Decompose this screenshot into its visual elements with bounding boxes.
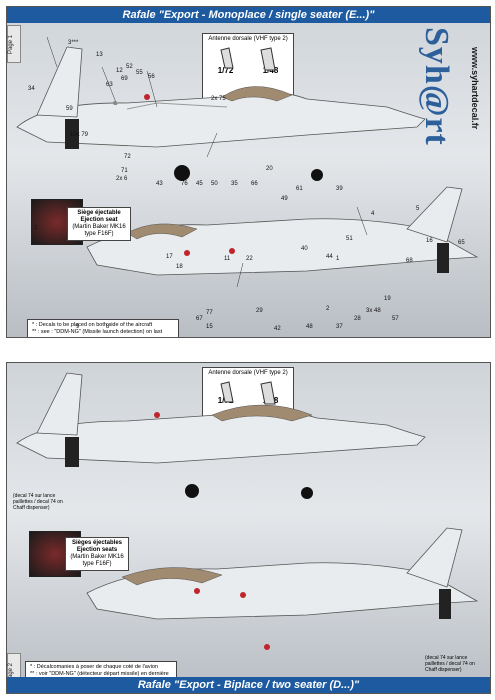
decal-callout-number: 12 [116,68,123,74]
seat-caption-model: (Martin Baker MK16 [72,224,126,230]
decal-callout-number: 17 [166,254,173,260]
chaff-note-upper: (decal 74 sur lance paillettes / decal 7… [13,493,63,511]
aircraft-profile-lower [86,186,479,288]
seat-caption-type: type F16F) [82,561,112,567]
decal-callout-number: 61 [296,186,303,192]
decal-callout-number: 48 [306,324,313,330]
decal-callout-number: 29 [256,308,263,314]
decal-callout-number: 22 [246,256,253,262]
chaff-dispenser-upper [65,119,79,149]
decal-callout-number: 2x 6 [116,176,128,182]
aircraft-profile-upper-two-seater [16,372,426,499]
decal-callout-number: 52 [126,64,133,70]
decal-callout-number: 68 [406,258,413,264]
decal-sheet-page-2: Page 2 Antenne dorsale (VHF type 2) 1/72… [6,362,491,694]
decal-callout-number: 42 [274,326,281,332]
note-line-1: * : Décalcomanies à poser de chaque coté… [30,664,158,670]
page-title: Rafale "Export - Biplace / two seater (D… [7,677,490,693]
note-line-1: * : Decals to be placed on both side of … [32,322,153,328]
decal-callout-number: 2x 75 [211,96,226,102]
decal-callout-number: 3*** [68,40,79,46]
decal-callout-number: 51 [346,236,353,242]
chaff-note-lower: (decal 74 sur lance paillettes / decal 7… [425,655,475,673]
decal-sheet-page-1: Rafale "Export - Monoplace / single seat… [6,6,491,338]
decal-callout-number: 7 [34,226,38,232]
seat-caption-en: Ejection seat [80,217,118,223]
decal-callout-number: 50 [211,181,218,187]
decal-callout-number: 66 [251,181,258,187]
antenna-title: Antenne dorsale (VHF type 2) [208,370,288,376]
decal-callout-number: 49 [281,196,288,202]
chaff-dispenser-upper [65,437,79,467]
decal-callout-number: 77 [206,310,213,316]
decal-notes: * : Decals to be placed on both side of … [27,319,179,337]
decal-callout-number: 57 [392,316,399,322]
antenna-drawing [220,47,276,71]
decal-callout-number: 76 [181,181,188,187]
seat-caption-fr: Sièges éjectables [71,540,123,546]
decal-callout-number: 13 [96,52,103,58]
decal-callout-number: 3x 48 [366,308,381,314]
aircraft-profile-lower-two-seater [86,527,479,650]
note-line-2: ** : see : "DDM-NG" (Missile launch dete… [32,329,163,337]
decal-callout-number: 10x 79 [70,132,89,138]
decal-callout-number: 69 [121,76,128,82]
decal-callout-number: 15 [206,324,213,330]
decal-callout-number: 11 [224,256,231,262]
ejection-seat-caption: Siège éjectable Ejection seat (Martin Ba… [67,207,131,241]
decal-callout-number: 8 [106,324,110,330]
decal-callout-number: 67 [196,316,203,322]
decal-callout-number: 55 [136,70,143,76]
brand-logo: Syh@rt [418,27,455,146]
decal-callout-number: 59 [66,106,73,112]
decal-callout-number: 44 [326,254,333,260]
seat-caption-model: (Martin Baker MK16 [70,554,124,560]
decal-callout-number: 4 [371,211,375,217]
aircraft-profile-upper [16,36,426,181]
decal-callout-number: 56 [148,74,155,80]
decal-callout-number: 28 [354,316,361,322]
decal-callout-number: 1 [336,256,340,262]
decal-callout-number: 40 [301,246,308,252]
decal-callout-number: 39 [336,186,343,192]
seat-caption-type: type F16F) [84,231,114,237]
scale-1-72: 1/72 [217,66,234,75]
chaff-dispenser-lower [439,589,451,619]
antenna-title: Antenne dorsale (VHF type 2) [208,36,288,42]
page-title: Rafale "Export - Monoplace / single seat… [7,7,490,23]
decal-callout-number: 72 [124,154,131,160]
decal-callout-number: 2 [326,306,330,312]
decal-callout-number: 43 [156,181,163,187]
chaff-dispenser-lower [437,243,449,273]
decal-callout-number: 9 [76,324,80,330]
seat-caption-en: Ejection seats [76,547,118,553]
ejection-seats-caption: Sièges éjectables Ejection seats (Martin… [65,537,129,571]
decal-callout-number: 16 [426,238,433,244]
decal-callout-number: 65 [458,240,465,246]
decal-callout-number: 34 [28,86,35,92]
decal-callout-number: 5 [416,206,420,212]
decal-callout-number: 37 [336,324,343,330]
antenna-drawing [220,381,276,405]
decal-callout-number: 19 [384,296,391,302]
decal-callout-number: 71 [121,168,128,174]
decal-callout-number: 63 [106,82,113,88]
decal-callout-number: 18 [176,264,183,270]
decal-callout-number: 45 [196,181,203,187]
seat-caption-fr: Siège éjectable [77,210,121,216]
decal-callout-number: 35 [231,181,238,187]
website-url: www.syhartdecal.fr [470,47,480,130]
decal-callout-number: 20 [266,166,273,172]
